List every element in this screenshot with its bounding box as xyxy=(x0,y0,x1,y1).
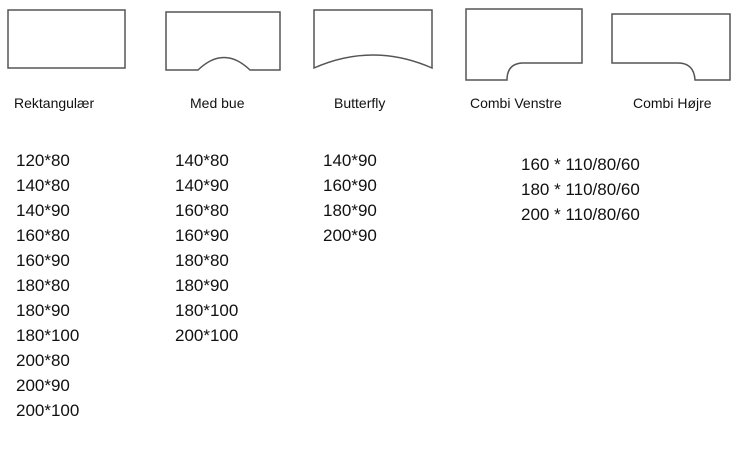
size-item: 180*100 xyxy=(175,301,239,320)
label-rektangulaer: Rektangulær xyxy=(14,95,95,111)
sizes-combi: 160 * 110/80/60 180 * 110/80/60 200 * 11… xyxy=(521,152,640,227)
table-shape-drawings xyxy=(7,8,731,81)
size-item: 200 * 110/80/60 xyxy=(521,205,640,224)
combi-hojre-shape-icon xyxy=(611,13,731,81)
size-item: 140*80 xyxy=(175,151,229,170)
size-item: 180*80 xyxy=(175,251,229,270)
size-item: 160*80 xyxy=(175,201,229,220)
size-item: 140*80 xyxy=(16,176,70,195)
sizes-butterfly: 140*90 160*90 180*90 200*90 xyxy=(323,148,377,248)
size-item: 180 * 110/80/60 xyxy=(521,180,640,199)
sizes-rektangulaer: 120*80 140*80 140*90 160*80 160*90 180*8… xyxy=(16,148,79,423)
size-item: 200*90 xyxy=(323,226,377,245)
label-med-bue: Med bue xyxy=(190,95,245,111)
size-item: 200*100 xyxy=(175,326,239,345)
med-bue-shape-icon xyxy=(165,11,281,71)
size-item: 160*90 xyxy=(16,251,70,270)
combi-venstre-shape-icon xyxy=(465,8,583,81)
label-combi-hojre: Combi Højre xyxy=(633,95,712,111)
size-item: 180*90 xyxy=(16,301,70,320)
size-item: 140*90 xyxy=(16,201,70,220)
size-item: 160 * 110/80/60 xyxy=(521,155,640,174)
rectangular-shape-icon xyxy=(7,9,126,69)
size-item: 200*100 xyxy=(16,401,80,420)
size-item: 180*90 xyxy=(175,276,229,295)
size-item: 120*80 xyxy=(16,151,70,170)
size-item: 180*100 xyxy=(16,326,80,345)
size-item: 200*90 xyxy=(16,376,70,395)
size-item: 140*90 xyxy=(323,151,377,170)
label-butterfly: Butterfly xyxy=(334,95,386,111)
size-item: 180*80 xyxy=(16,276,70,295)
size-item: 160*80 xyxy=(16,226,70,245)
size-item: 200*80 xyxy=(16,351,70,370)
butterfly-shape-icon xyxy=(313,9,433,70)
label-combi-venstre: Combi Venstre xyxy=(470,95,562,111)
size-item: 160*90 xyxy=(175,226,229,245)
size-item: 140*90 xyxy=(175,176,229,195)
size-item: 180*90 xyxy=(323,201,377,220)
sizes-med-bue: 140*80 140*90 160*80 160*90 180*80 180*9… xyxy=(175,148,238,348)
size-item: 160*90 xyxy=(323,176,377,195)
